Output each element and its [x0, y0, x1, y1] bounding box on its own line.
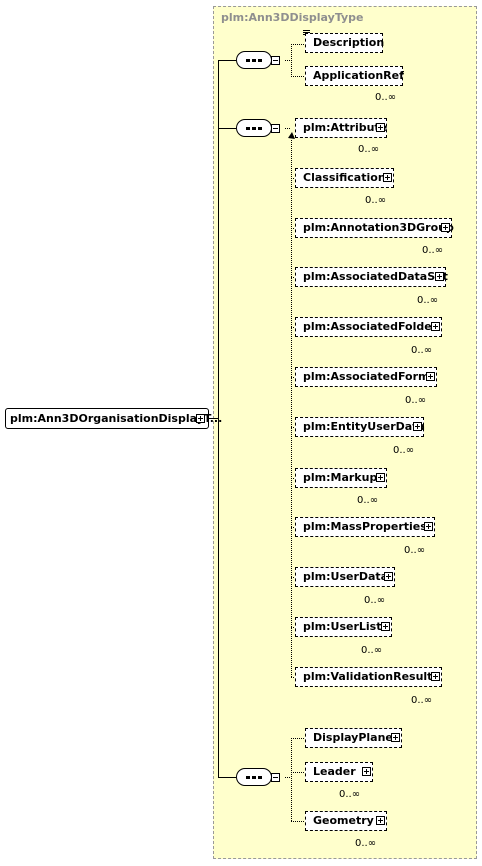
element-plm-validationresults[interactable]: plm:ValidationResults: [295, 667, 442, 687]
expand-icon[interactable]: [376, 123, 385, 132]
element-label: Classification: [303, 171, 386, 184]
sequence-compositor-3: [236, 768, 272, 786]
element-label: plm:UserList: [303, 620, 382, 633]
cardinality-label: 0..∞: [357, 495, 379, 506]
element-label: plm:AssociatedFolder: [303, 320, 438, 333]
element-label: plm:UserData: [303, 570, 389, 583]
element-label: Leader: [313, 765, 356, 778]
cardinality-label: 0..∞: [422, 245, 444, 256]
collapse-icon[interactable]: [271, 773, 280, 782]
cardinality-label: 0..∞: [364, 595, 386, 606]
sequence-compositor-1: [236, 51, 272, 69]
element-label: ApplicationRef: [313, 69, 404, 82]
expand-icon[interactable]: [381, 622, 390, 631]
expand-icon[interactable]: [426, 372, 435, 381]
cardinality-label: 0..∞: [393, 445, 415, 456]
element-label: Geometry: [313, 814, 374, 827]
sequence-icon: [246, 59, 262, 62]
element-plm-markup[interactable]: plm:Markup: [295, 468, 387, 488]
type-title: plm:Ann3DDisplayType: [221, 11, 364, 24]
element-label: plm:Markup: [303, 471, 378, 484]
element-plm-annotation3dgroup[interactable]: plm:Annotation3DGroup: [295, 218, 454, 238]
expand-icon[interactable]: [441, 223, 450, 232]
sequence-icon: [246, 776, 262, 779]
cardinality-label: 0..∞: [411, 695, 433, 706]
cardinality-label: 0..∞: [339, 789, 361, 800]
sequence-icon: [246, 127, 262, 130]
expand-icon[interactable]: [413, 422, 422, 431]
element-label: plm:EntityUserData: [303, 420, 425, 433]
expand-icon[interactable]: [431, 322, 440, 331]
element-label: plm:Annotation3DGroup: [303, 221, 454, 234]
element-classification[interactable]: Classification: [295, 168, 394, 188]
expand-icon[interactable]: [196, 414, 205, 423]
cardinality-label: 0..∞: [405, 395, 427, 406]
element-label: plm:AssociatedForm: [303, 370, 430, 383]
element-plm-associatedform[interactable]: plm:AssociatedForm: [295, 367, 437, 387]
element-plm-massproperties[interactable]: plm:MassProperties: [295, 517, 435, 537]
cardinality-label: 0..∞: [411, 345, 433, 356]
expand-icon[interactable]: [424, 522, 433, 531]
cardinality-label: 0..∞: [358, 144, 380, 155]
element-label: plm:MassProperties: [303, 520, 427, 533]
root-element[interactable]: plm:Ann3DOrganisationDisplayT...: [5, 408, 222, 429]
element-description[interactable]: Description: [305, 33, 385, 53]
expand-icon[interactable]: [362, 767, 371, 776]
element-plm-associateddataset[interactable]: plm:AssociatedDataSet: [295, 267, 448, 287]
sequence-compositor-2: [236, 119, 272, 137]
element-label: plm:ValidationResults: [303, 670, 439, 683]
cardinality-label: 0..∞: [365, 195, 387, 206]
element-plm-associatedfolder[interactable]: plm:AssociatedFolder: [295, 317, 442, 337]
expand-icon[interactable]: [376, 473, 385, 482]
expand-icon[interactable]: [435, 272, 444, 281]
element-leader[interactable]: Leader: [305, 762, 373, 782]
element-applicationref[interactable]: ApplicationRef: [305, 66, 404, 86]
expand-icon[interactable]: [431, 672, 440, 681]
cardinality-label: 0..∞: [355, 838, 377, 849]
expand-icon[interactable]: [384, 572, 393, 581]
element-plm-attribute[interactable]: plm:Attribute: [295, 118, 387, 138]
element-label: plm:Attribute: [303, 121, 388, 134]
element-label: DisplayPlane: [313, 731, 393, 744]
cardinality-label: 0..∞: [375, 92, 397, 103]
collapse-icon[interactable]: [271, 56, 280, 65]
cardinality-label: 0..∞: [404, 545, 426, 556]
element-geometry[interactable]: Geometry: [305, 811, 387, 831]
element-label: Description: [313, 36, 385, 49]
element-label: plm:AssociatedDataSet: [303, 270, 448, 283]
element-plm-userdata[interactable]: plm:UserData: [295, 567, 395, 587]
element-plm-userlist[interactable]: plm:UserList: [295, 617, 392, 637]
collapse-icon[interactable]: [271, 124, 280, 133]
expand-icon[interactable]: [391, 733, 400, 742]
element-displayplane[interactable]: DisplayPlane: [305, 728, 402, 748]
root-element-label: plm:Ann3DOrganisationDisplayT...: [10, 412, 223, 425]
expand-icon[interactable]: [383, 173, 392, 182]
element-plm-entityuserdata[interactable]: plm:EntityUserData: [295, 417, 425, 437]
cardinality-label: 0..∞: [417, 295, 439, 306]
expand-icon[interactable]: [376, 816, 385, 825]
cardinality-label: 0..∞: [361, 645, 383, 656]
